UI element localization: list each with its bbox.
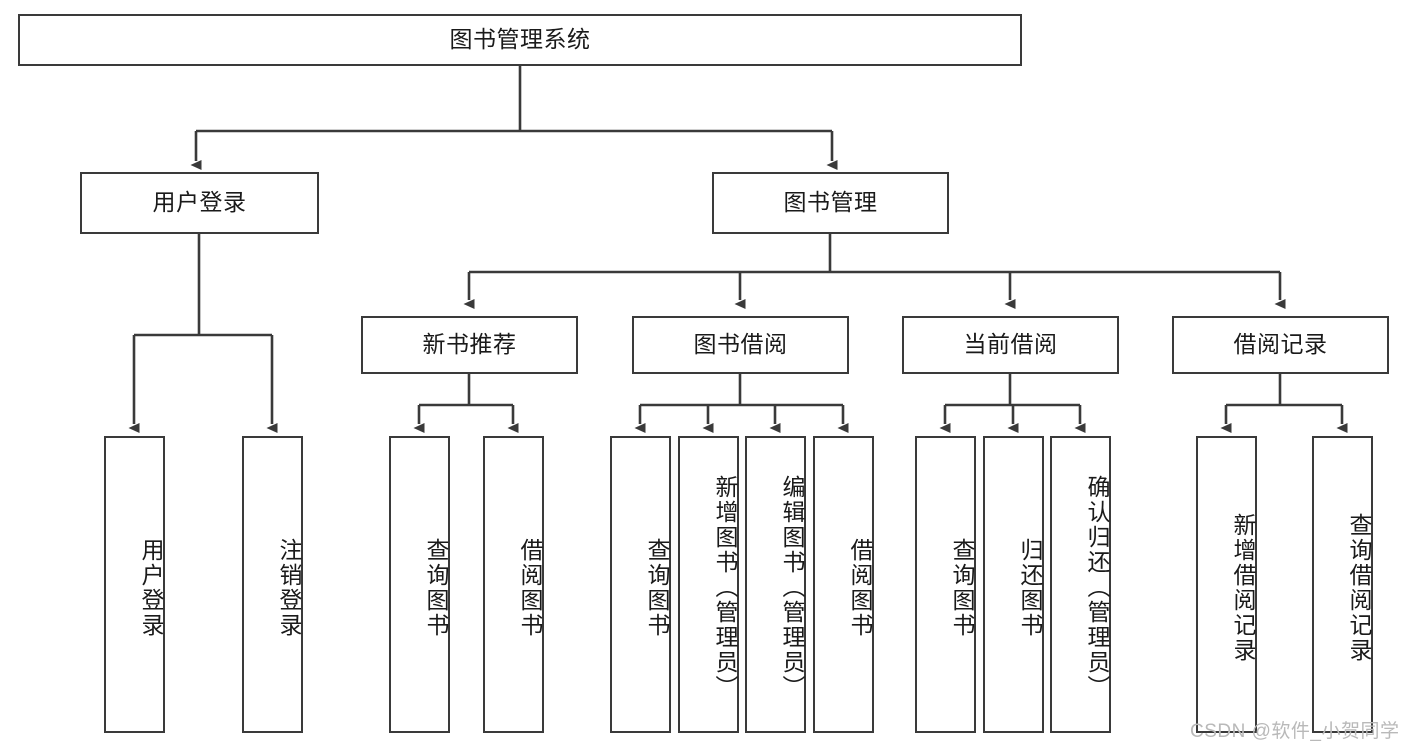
node-borrow-record[interactable]: 借阅记录 (1172, 316, 1389, 374)
leaf-user-login[interactable]: 用户登录 (104, 436, 165, 733)
node-label: 图书管理系统 (449, 26, 591, 53)
node-label: 用户登录 (152, 189, 247, 216)
leaf-logout[interactable]: 注销登录 (242, 436, 303, 733)
leaf-add-borrow-record[interactable]: 新增借阅记录 (1196, 436, 1257, 733)
leaf-borrow-book[interactable]: 借阅图书 (813, 436, 874, 733)
node-label: 新增图书（管理员） (712, 475, 738, 700)
node-label: 借阅图书 (847, 537, 873, 638)
node-label: 借阅记录 (1233, 331, 1328, 358)
node-label: 注销登录 (276, 537, 302, 638)
node-label: 图书借阅 (693, 331, 788, 358)
leaf-query-book-recommend[interactable]: 查询图书 (389, 436, 450, 733)
leaf-query-borrow-record[interactable]: 查询借阅记录 (1312, 436, 1373, 733)
leaf-query-book-borrow[interactable]: 查询图书 (610, 436, 671, 733)
leaf-confirm-return-admin[interactable]: 确认归还（管理员） (1050, 436, 1111, 733)
node-label: 查询图书 (644, 537, 670, 638)
node-label: 借阅图书 (517, 537, 543, 638)
node-current-borrow[interactable]: 当前借阅 (902, 316, 1119, 374)
leaf-return-book[interactable]: 归还图书 (983, 436, 1044, 733)
watermark-text: CSDN @软件_小贺同学 (1190, 721, 1400, 742)
node-label: 新书推荐 (422, 331, 517, 358)
node-user-login[interactable]: 用户登录 (80, 172, 319, 234)
node-label: 用户登录 (138, 537, 164, 638)
node-book-management[interactable]: 图书管理 (712, 172, 949, 234)
node-label: 新增借阅记录 (1230, 512, 1256, 663)
node-label: 查询借阅记录 (1346, 512, 1372, 663)
node-label: 编辑图书（管理员） (779, 475, 805, 700)
node-new-book-recommend[interactable]: 新书推荐 (361, 316, 578, 374)
node-label: 确认归还（管理员） (1084, 475, 1110, 700)
node-label: 归还图书 (1017, 537, 1043, 638)
node-root-library-system[interactable]: 图书管理系统 (18, 14, 1022, 66)
node-book-borrow[interactable]: 图书借阅 (632, 316, 849, 374)
leaf-add-book-admin[interactable]: 新增图书（管理员） (678, 436, 739, 733)
leaf-query-book-current[interactable]: 查询图书 (915, 436, 976, 733)
node-label: 当前借阅 (963, 331, 1058, 358)
node-label: 图书管理 (783, 189, 878, 216)
node-label: 查询图书 (423, 537, 449, 638)
node-label: 查询图书 (949, 537, 975, 638)
leaf-borrow-book-recommend[interactable]: 借阅图书 (483, 436, 544, 733)
leaf-edit-book-admin[interactable]: 编辑图书（管理员） (745, 436, 806, 733)
